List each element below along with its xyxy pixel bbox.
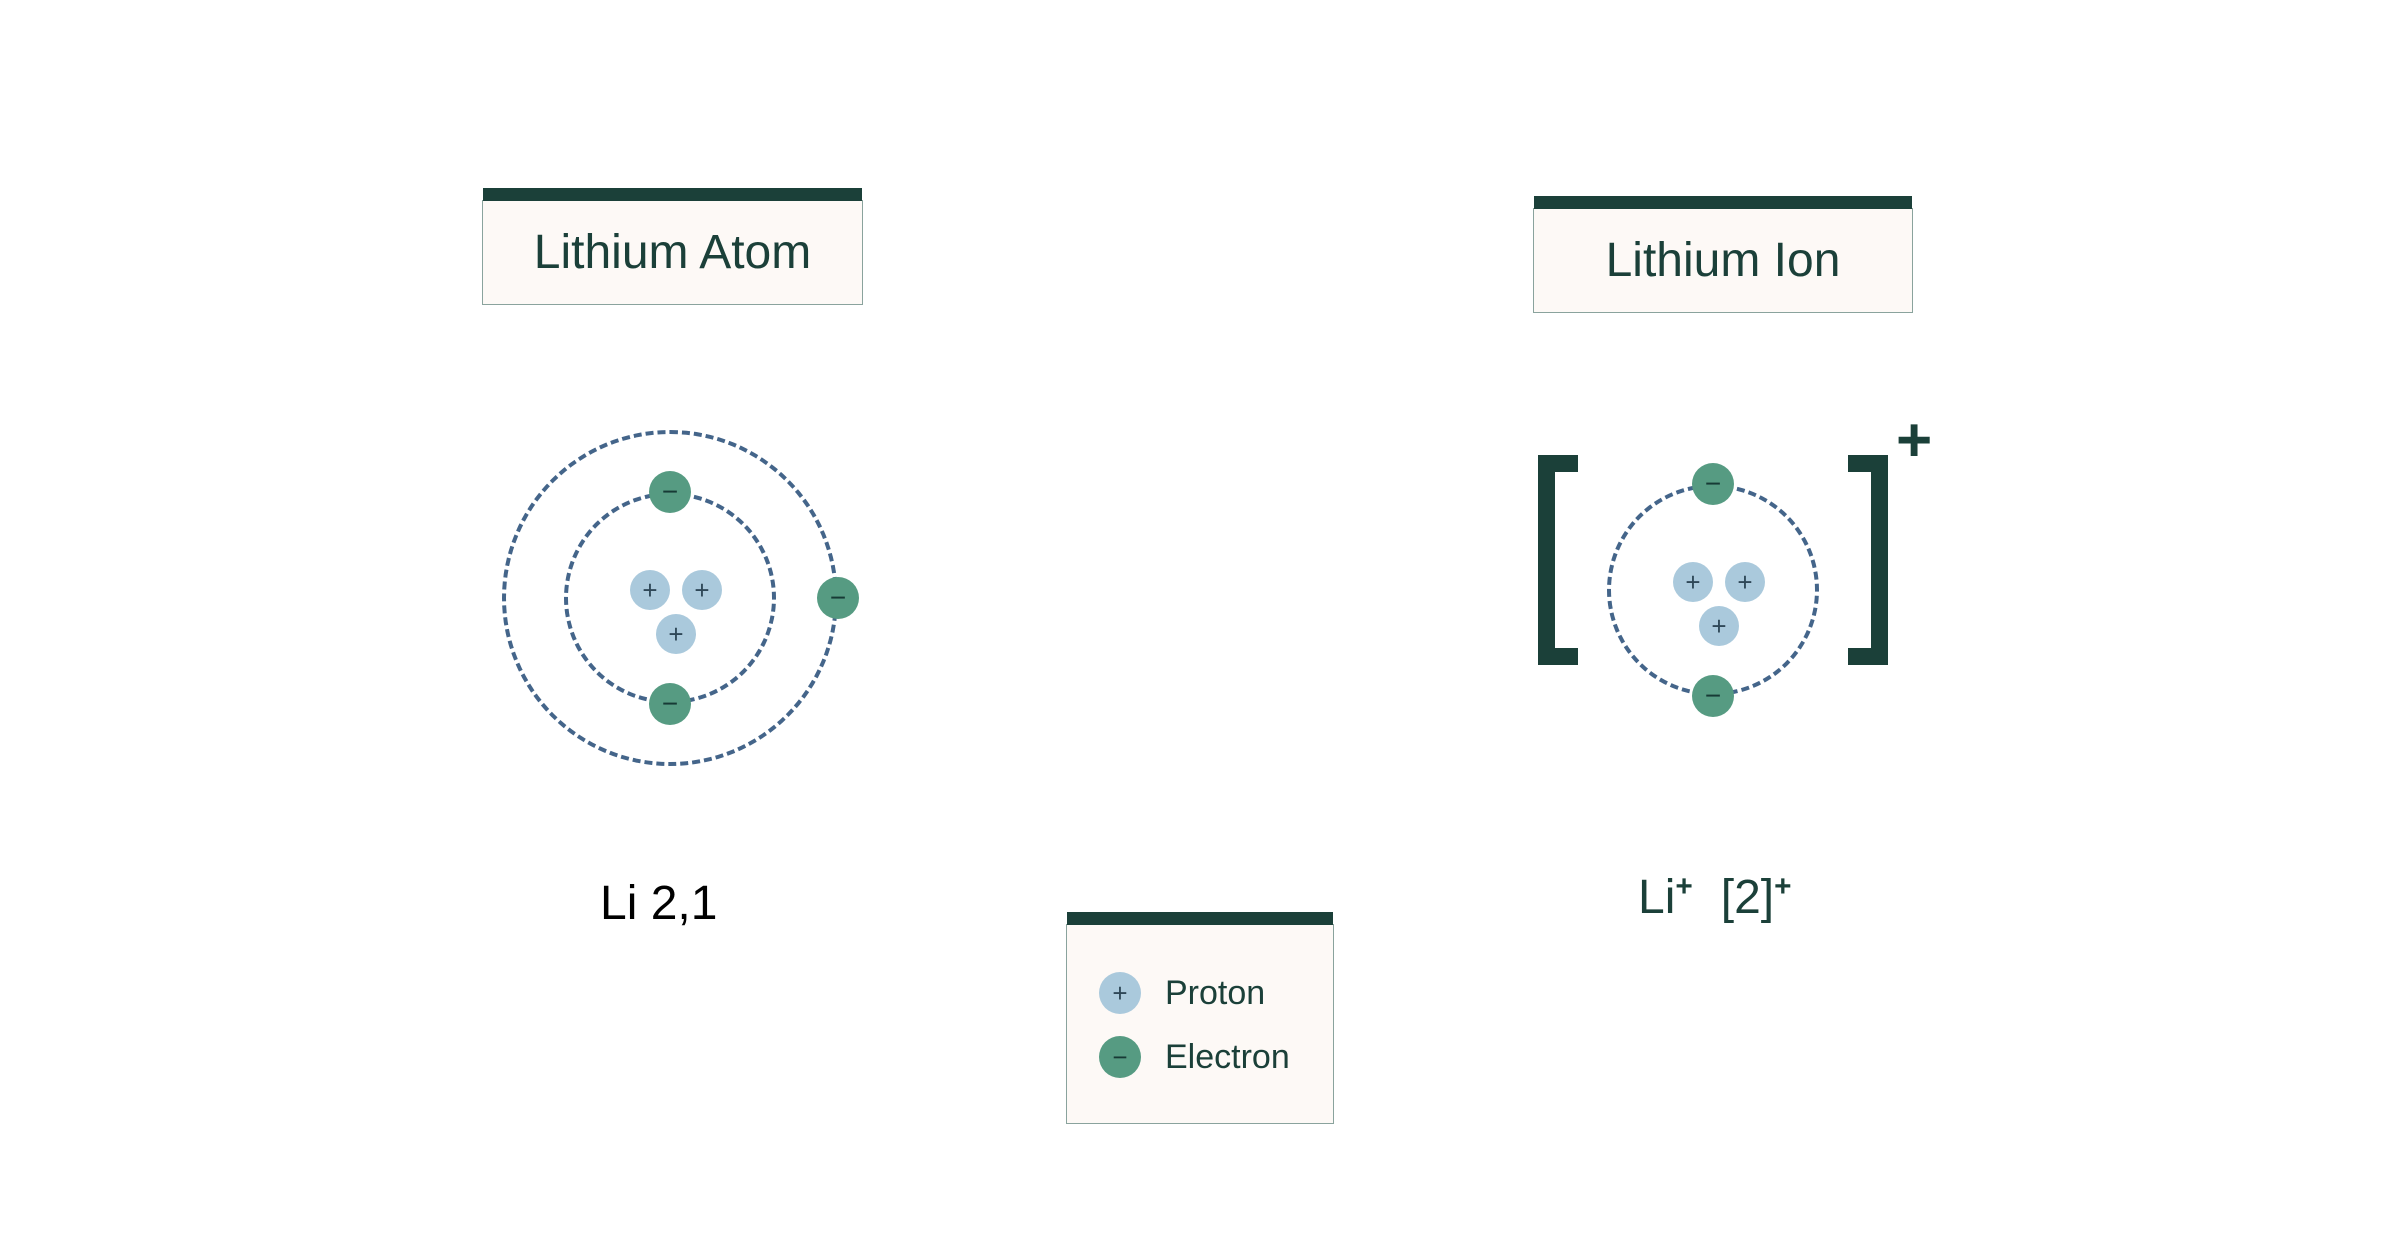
electron-minus-sign: −	[1704, 680, 1722, 711]
atom-inner-shell-electron: −	[649, 683, 691, 725]
ion-formula-element: Li	[1638, 871, 1676, 924]
lithium-ion-diagram: + + + + − −	[1538, 410, 1938, 740]
atom-inner-shell-electron: −	[649, 471, 691, 513]
proton-plus-sign: +	[1685, 567, 1701, 597]
ion-title-card: Lithium Ion	[1533, 196, 1913, 313]
electron-swatch-icon: −	[1099, 1036, 1141, 1078]
legend-card: + Proton − Electron	[1066, 912, 1334, 1124]
ion-inner-shell-electron: −	[1692, 463, 1734, 505]
atom-valence-electron: −	[817, 577, 859, 619]
atom-formula-caption: Li 2,1	[600, 880, 717, 928]
atom-inner-shell-orbit	[564, 492, 776, 704]
legend-rows: + Proton − Electron	[1099, 961, 1290, 1089]
card-top-accent-bar	[483, 188, 862, 201]
electron-minus-sign: −	[1704, 468, 1722, 499]
ion-right-bracket	[1848, 455, 1888, 665]
lithium-atom-diagram: + + + − − −	[490, 418, 859, 778]
ion-left-bracket	[1538, 455, 1578, 665]
ion-inner-shell-electron: −	[1692, 675, 1734, 717]
legend-item-electron: − Electron	[1099, 1025, 1290, 1089]
proton-plus-sign: +	[642, 575, 658, 605]
ion-proton: +	[1673, 562, 1713, 602]
electron-minus-sign: −	[829, 582, 847, 613]
ion-charge-superscript: +	[1896, 406, 1933, 475]
atom-title-text: Lithium Atom	[533, 226, 812, 279]
ion-proton: +	[1699, 606, 1739, 646]
proton-plus-sign: +	[1112, 978, 1128, 1008]
proton-swatch-icon: +	[1099, 972, 1141, 1014]
ion-proton: +	[1725, 562, 1765, 602]
electron-minus-sign: −	[661, 476, 679, 507]
proton-plus-sign: +	[1737, 567, 1753, 597]
ion-inner-shell-orbit	[1607, 484, 1819, 696]
ion-title-text: Lithium Ion	[1605, 234, 1841, 287]
atom-title-card: Lithium Atom	[482, 188, 863, 305]
legend-item-proton: + Proton	[1099, 961, 1290, 1025]
legend-label-electron: Electron	[1165, 1037, 1290, 1076]
legend-label-proton: Proton	[1165, 973, 1266, 1012]
atom-proton: +	[630, 570, 670, 610]
ion-formula-element-charge: +	[1675, 870, 1693, 903]
ion-formula-bracket-charge: +	[1774, 870, 1792, 903]
proton-plus-sign: +	[668, 619, 684, 649]
atom-proton: +	[656, 614, 696, 654]
card-top-accent-bar	[1534, 196, 1912, 209]
proton-plus-sign: +	[1711, 611, 1727, 641]
ion-formula-bracket: [2]	[1720, 871, 1775, 924]
ion-formula-caption: Li+[2]+	[1638, 872, 1791, 922]
card-top-accent-bar	[1067, 912, 1333, 925]
atom-proton: +	[682, 570, 722, 610]
proton-plus-sign: +	[694, 575, 710, 605]
electron-minus-sign: −	[661, 688, 679, 719]
electron-minus-sign: −	[1112, 1042, 1128, 1072]
atom-formula-text: Li 2,1	[600, 877, 718, 930]
